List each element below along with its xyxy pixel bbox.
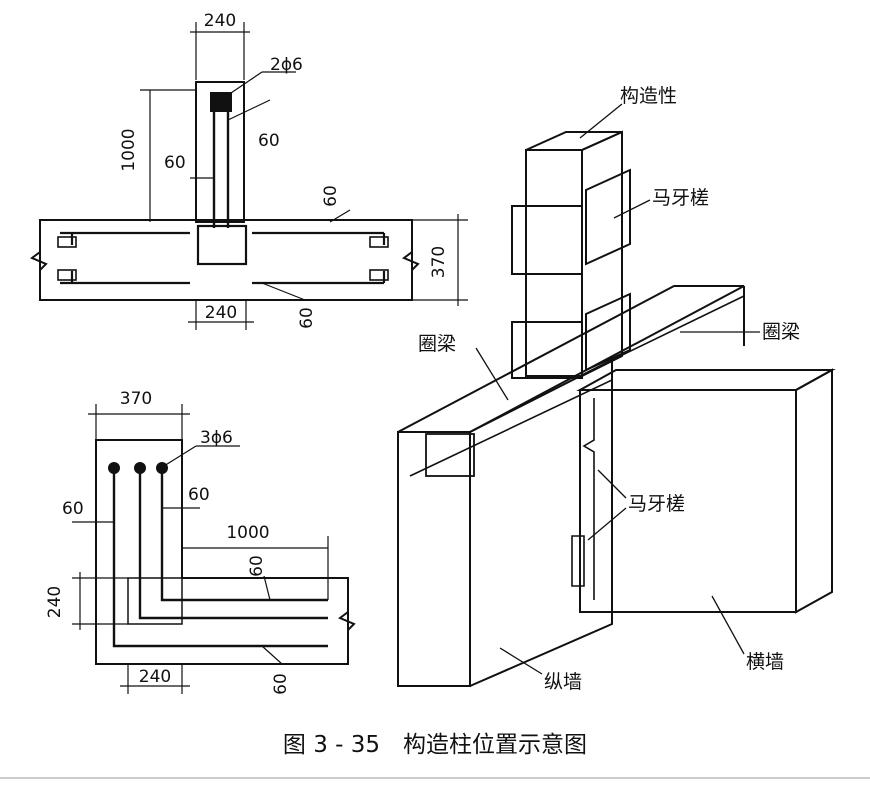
label-ring-beam-left: 圈梁	[418, 333, 456, 355]
dim-top-length: 1000	[119, 128, 139, 171]
dim-top-cover-wall: 60	[321, 185, 341, 207]
dim-corner-height-left: 240	[45, 586, 65, 618]
dim-top-cover-bottom: 60	[297, 307, 317, 329]
rebar	[160, 468, 328, 602]
rebar	[60, 271, 386, 285]
rebar-end	[210, 92, 232, 112]
dim-top-cover-left: 60	[164, 153, 186, 173]
label-toothing-mid: 马牙槎	[628, 493, 685, 515]
toothing-block-side	[585, 168, 631, 266]
ring-beam-line	[409, 379, 613, 477]
rebar-hook	[57, 269, 77, 281]
rebar-hook	[369, 269, 389, 281]
label-ring-beam-right: 圈梁	[762, 321, 800, 343]
dim-corner-cover-right: 60	[188, 485, 210, 505]
toothing-block	[511, 321, 583, 379]
dim-top-width-bottom: 240	[205, 303, 237, 323]
label-long-wall: 纵墙	[544, 671, 582, 693]
dim-corner-cover-bottom: 60	[271, 673, 291, 695]
cross-wall-top	[576, 369, 836, 391]
rebar-end	[108, 462, 120, 474]
rebar-hook	[57, 236, 77, 248]
break-mark	[30, 220, 48, 300]
dim-corner-width-bottom: 240	[139, 667, 171, 687]
label-toothing-top: 马牙槎	[652, 187, 709, 209]
toothing-slot	[571, 535, 585, 587]
wall-section	[39, 219, 413, 301]
dim-corner-cover-left: 60	[62, 499, 84, 519]
rebar-hook	[369, 236, 389, 248]
toothing-block-side	[585, 292, 631, 372]
rebar-end	[156, 462, 168, 474]
column-top	[525, 131, 623, 151]
dim-top-bars: 2ϕ6	[270, 55, 303, 75]
rebar	[112, 468, 328, 648]
long-wall-top	[397, 285, 745, 433]
column-core	[196, 224, 248, 266]
dim-corner-cover-leg: 60	[247, 555, 267, 577]
column-face	[525, 149, 583, 377]
top-plan-view: 240 2ϕ6 1000 60 60 60 370 240 60	[30, 11, 468, 330]
toothing-block	[511, 205, 583, 275]
rebar-end	[134, 462, 146, 474]
dim-top-wall-thickness: 370	[429, 246, 449, 278]
dim-corner-width-top: 370	[120, 389, 152, 409]
dim-corner-bars: 3ϕ6	[200, 428, 233, 448]
cross-wall-section	[195, 81, 245, 223]
label-column: 构造性	[620, 85, 677, 107]
dim-corner-length: 1000	[226, 523, 269, 543]
rebar	[60, 231, 386, 245]
corner-plan-view: 370 3ϕ6 60 60 1000 60 240 240 60	[45, 389, 356, 695]
cross-wall-end	[795, 368, 833, 614]
dim-top-cover-right: 60	[258, 131, 280, 151]
isometric-view: 构造性 马牙槎 圈梁 圈梁 马牙槎 纵墙 横墙	[397, 85, 836, 693]
long-wall-face	[469, 358, 613, 687]
long-wall-end	[397, 431, 471, 687]
corner-wall-section	[95, 439, 349, 665]
column-side	[581, 130, 623, 377]
break-mark	[402, 220, 420, 300]
rebar	[138, 468, 328, 620]
dim-top-width: 240	[204, 11, 236, 31]
break-mark	[338, 578, 356, 664]
ring-beam-section	[425, 433, 475, 477]
figure-caption: 图 3 - 35 构造柱位置示意图	[283, 732, 587, 758]
label-cross-wall: 横墙	[746, 651, 784, 673]
